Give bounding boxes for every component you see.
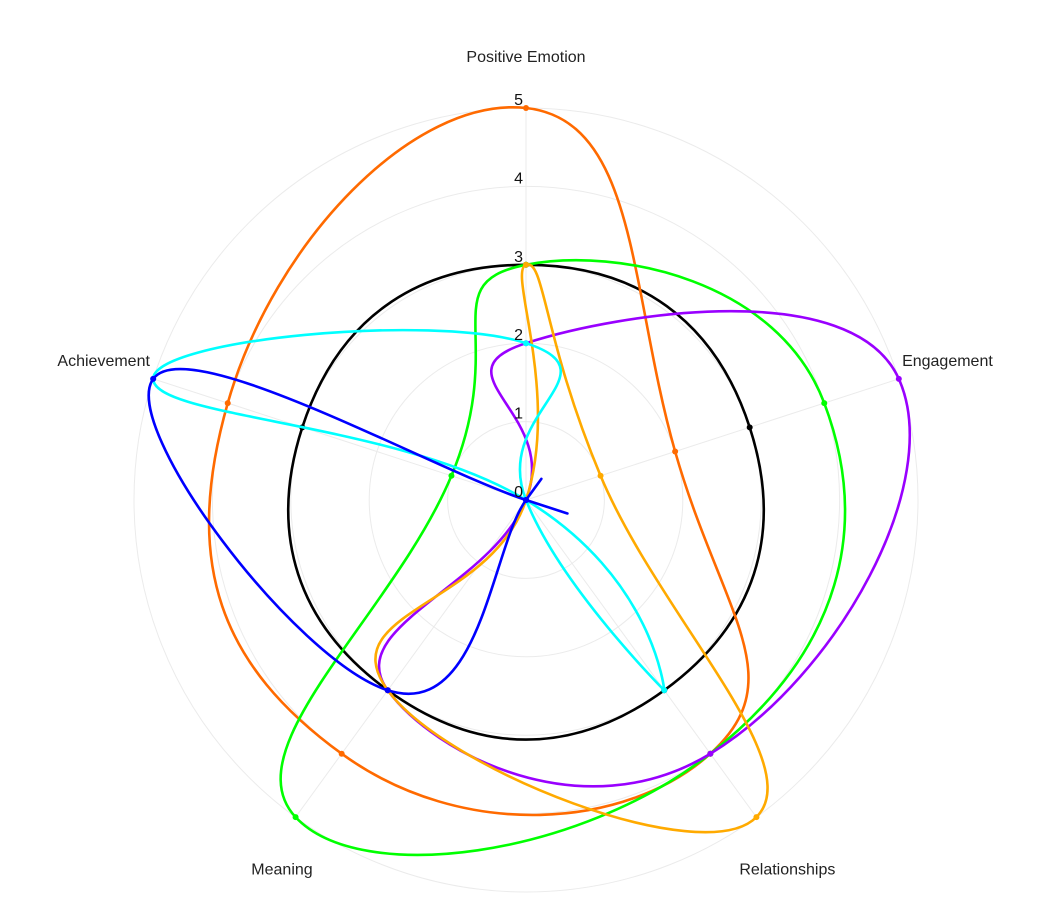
radial-tick-label-1: 1 <box>514 406 523 423</box>
series-1-line <box>286 263 766 741</box>
series-6-point-positive-emotion <box>523 340 529 347</box>
series-5-point-relationships <box>753 814 760 821</box>
axis-label-meaning: Meaning <box>251 862 312 879</box>
series-7-line <box>147 367 569 695</box>
series-2-point-positive-emotion <box>523 105 529 111</box>
axis-label-achievement: Achievement <box>57 353 150 370</box>
radial-tick-label-3: 3 <box>514 249 523 266</box>
series-7-point-achievement <box>150 375 157 382</box>
series-layer <box>147 105 911 857</box>
radial-tick-label-0: 0 <box>514 484 523 501</box>
series-4-point-relationships <box>707 750 714 757</box>
radial-tick-label-5: 5 <box>514 92 523 109</box>
series-4-point-engagement <box>895 375 902 382</box>
radial-tick-label-4: 4 <box>514 170 523 187</box>
series-7-point-relationships <box>523 497 529 503</box>
series-7-point-meaning <box>384 687 391 694</box>
series-6-point-relationships <box>661 687 668 694</box>
spoke-engagement <box>525 378 899 501</box>
radial-tick-label-2: 2 <box>514 327 523 344</box>
series-3-point-achievement <box>448 472 455 479</box>
series-4-line <box>378 309 911 788</box>
series-3-point-meaning <box>292 814 299 821</box>
series-3-line <box>279 258 847 857</box>
series-1-point-engagement <box>746 424 753 431</box>
series-3-point-engagement <box>821 400 828 407</box>
spoke-relationships <box>525 499 757 818</box>
series-2-line <box>207 106 750 817</box>
series-6-line <box>151 328 666 692</box>
axis-label-engagement: Engagement <box>902 353 993 370</box>
series-5-point-engagement <box>597 472 604 479</box>
series-5-point-positive-emotion <box>523 261 529 268</box>
spoke-meaning <box>295 499 527 818</box>
axis-label-relationships: Relationships <box>739 862 835 879</box>
axis-label-positive-emotion: Positive Emotion <box>466 49 585 66</box>
radial-ticks: 0 1 2 3 4 5 <box>514 92 523 501</box>
series-2-point-achievement <box>224 400 231 407</box>
spoke-achievement <box>153 378 527 501</box>
series-2-point-meaning <box>338 750 345 757</box>
series-2-point-engagement <box>672 448 679 455</box>
